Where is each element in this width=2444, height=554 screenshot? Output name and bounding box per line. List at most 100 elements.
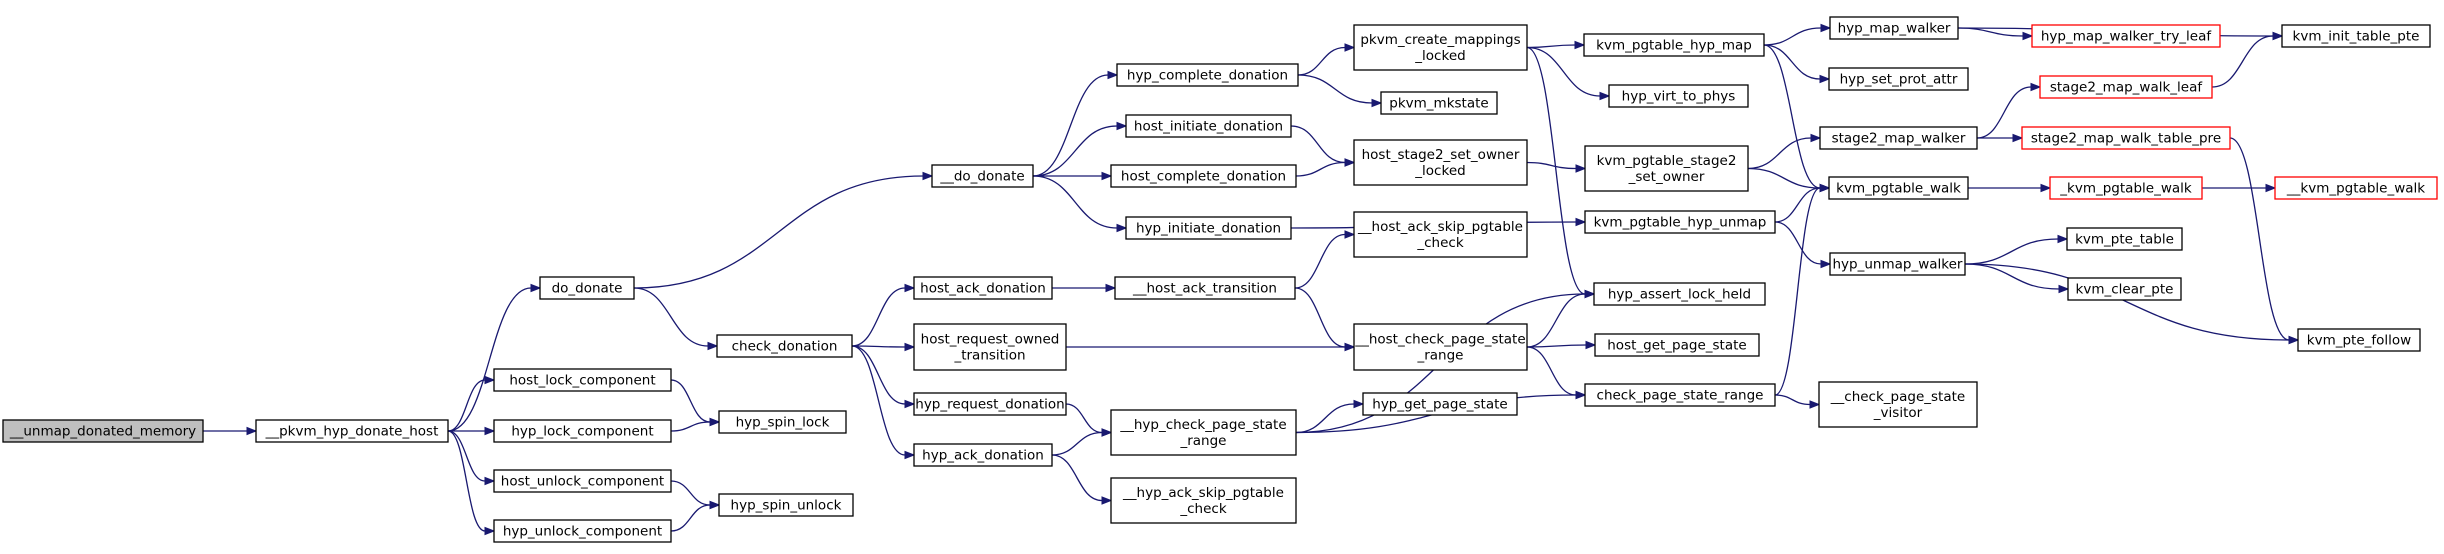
node-stage2-map-walker[interactable]: stage2_map_walker (1819, 126, 1978, 150)
edge-arrowhead (2012, 133, 2024, 143)
node-hyp-spin-unlock[interactable]: hyp_spin_unlock (718, 493, 854, 517)
edge-kvm-pgtable-hyp-map-to-hyp-map-walker (1763, 23, 1832, 46)
node-host-unlock-component[interactable]: host_unlock_component (493, 469, 672, 493)
node-host-check-page-state-range[interactable]: __host_check_page_state_range (1353, 323, 1528, 371)
edge-host-request-owned-transition-to-host-check-page-state-range (1066, 342, 1356, 352)
edge-arrowhead (1105, 283, 1117, 293)
edge-arrowhead (2265, 183, 2277, 193)
node-label: kvm_init_table_pte (2293, 29, 2420, 45)
edge-line (633, 287, 709, 347)
node-hyp-get-page-state[interactable]: hyp_get_page_state (1362, 392, 1518, 416)
edge-pkvm-hyp-donate-host-to-hyp-unlock-component (447, 430, 496, 536)
node-box (1110, 477, 1297, 524)
edge-arrowhead (2058, 284, 2070, 294)
edge-check-donation-to-host-request-owned-transition (851, 342, 916, 352)
node-box (1110, 409, 1297, 456)
edge-arrowhead (1101, 171, 1113, 181)
edge-line (447, 430, 486, 482)
edge-line (670, 480, 711, 506)
node-label: hyp_lock_component (511, 424, 653, 440)
node-hyp-initiate-donation[interactable]: hyp_initiate_donation (1125, 216, 1292, 240)
edge-arrowhead (709, 417, 721, 427)
node-hyp-spin-lock[interactable]: hyp_spin_lock (718, 410, 847, 434)
edge-line (1065, 403, 1103, 434)
node-check-donation[interactable]: check_donation (716, 334, 853, 358)
node-host-ack-donation[interactable]: host_ack_donation (913, 276, 1053, 300)
edge-arrowhead (2288, 335, 2300, 345)
node-host-stage2-set-owner-locked[interactable]: host_stage2_set_owner_locked (1353, 139, 1528, 186)
node-stage2-map-walk-leaf[interactable]: stage2_map_walk_leaf (2039, 75, 2213, 99)
edge-line (1964, 238, 2059, 265)
node-kvm-pte-follow[interactable]: kvm_pte_follow (2297, 328, 2421, 352)
node-do-donate[interactable]: __do_donate (931, 164, 1034, 188)
node-box (913, 392, 1067, 416)
node-box (1353, 323, 1528, 371)
node-host-ack-skip-pgtable-check[interactable]: __host_ack_skip_pgtable_check (1353, 211, 1528, 258)
node-check-page-state-visitor[interactable]: __check_page_state_visitor (1818, 381, 1978, 428)
edge-line (1032, 175, 1118, 229)
edge-arrowhead (246, 426, 258, 436)
edge-kvm-pgtable-hyp-map-to-hyp-set-prot-attr (1763, 44, 1831, 84)
node-unmap-donated-memory[interactable]: __unmap_donated_memory (2, 419, 204, 443)
node-kvm-pte-table[interactable]: kvm_pte_table (2066, 227, 2183, 251)
edge-line (1774, 221, 1822, 265)
edge-arrowhead (1575, 217, 1587, 227)
node-box (2297, 328, 2421, 352)
node-kvm-pgtable-stage2-set-owner[interactable]: kvm_pgtable_stage2_set_owner (1584, 145, 1749, 192)
edge-host-ack-transition-to-host-check-page-state-range (1294, 287, 1356, 352)
node-hyp-map-walker-try-leaf[interactable]: hyp_map_walker_try_leaf (2031, 24, 2221, 48)
node-box (2281, 24, 2431, 48)
edge-line (1964, 263, 2060, 290)
node-pkvm-hyp-donate-host[interactable]: __pkvm_hyp_donate_host (255, 419, 449, 443)
node-label: stage2_map_walker (1832, 131, 1966, 147)
node-host-complete-donation[interactable]: host_complete_donation (1110, 164, 1297, 188)
edge-arrowhead (709, 500, 721, 510)
edge-line (447, 287, 532, 432)
edge-do-donate-to-hyp-complete-donation (1032, 70, 1119, 177)
node-kvm-pgtable-walk[interactable]: __kvm_pgtable_walk (2274, 176, 2438, 200)
node-hyp-map-walker[interactable]: hyp_map_walker (1829, 16, 1959, 40)
node-pkvm-create-mappings-locked[interactable]: pkvm_create_mappings_locked (1353, 24, 1528, 71)
node-hyp-set-prot-attr[interactable]: hyp_set_prot_attr (1828, 67, 1969, 91)
node-kvm-pgtable-hyp-unmap[interactable]: kvm_pgtable_hyp_unmap (1584, 210, 1776, 234)
node-pkvm-mkstate[interactable]: pkvm_mkstate (1380, 91, 1498, 115)
node-check-page-state-range[interactable]: check_page_state_range (1584, 383, 1776, 407)
node-kvm-pgtable-hyp-map[interactable]: kvm_pgtable_hyp_map (1583, 33, 1765, 57)
node-hyp-ack-skip-pgtable-check[interactable]: __hyp_ack_skip_pgtable_check (1110, 477, 1297, 524)
edge-line (1774, 187, 1821, 396)
node-hyp-request-donation[interactable]: hyp_request_donation (913, 392, 1067, 416)
node-host-get-page-state[interactable]: host_get_page_state (1594, 333, 1760, 357)
edge-do-donate-to-host-complete-donation (1032, 171, 1113, 181)
node-kvm-pgtable-walk[interactable]: _kvm_pgtable_walk (2049, 176, 2203, 200)
node-label: _check (1416, 235, 1463, 251)
node-label: __hyp_check_page_state (1119, 417, 1286, 433)
node-kvm-clear-pte[interactable]: kvm_clear_pte (2067, 277, 2182, 301)
node-hyp-complete-donation[interactable]: hyp_complete_donation (1116, 63, 1299, 87)
node-box (493, 469, 672, 493)
node-hyp-lock-component[interactable]: hyp_lock_component (493, 419, 672, 443)
node-host-ack-transition[interactable]: __host_ack_transition (1114, 276, 1296, 300)
node-host-initiate-donation[interactable]: host_initiate_donation (1125, 114, 1292, 138)
node-box (1116, 63, 1299, 87)
node-hyp-ack-donation[interactable]: hyp_ack_donation (913, 443, 1053, 467)
node-kvm-init-table-pte[interactable]: kvm_init_table_pte (2281, 24, 2431, 48)
node-kvm-pgtable-walk[interactable]: kvm_pgtable_walk (1828, 176, 1969, 200)
node-hyp-unmap-walker[interactable]: hyp_unmap_walker (1829, 252, 1966, 276)
edge-arrowhead (1585, 340, 1597, 350)
node-host-lock-component[interactable]: host_lock_component (493, 368, 672, 392)
edge-arrowhead (484, 476, 496, 486)
node-stage2-map-walk-table-pre[interactable]: stage2_map_walk_table_pre (2021, 126, 2231, 150)
node-hyp-assert-lock-held[interactable]: hyp_assert_lock_held (1593, 282, 1766, 306)
node-do-donate[interactable]: do_donate (539, 276, 635, 300)
edge-line (1297, 46, 1346, 76)
node-hyp-check-page-state-range[interactable]: __hyp_check_page_state_range (1110, 409, 1297, 456)
node-label: _kvm_pgtable_walk (2059, 181, 2192, 197)
edge-check-page-state-range-to-check-page-state-visitor (1774, 394, 1821, 409)
node-hyp-virt-to-phys[interactable]: hyp_virt_to_phys (1608, 84, 1749, 108)
node-hyp-unlock-component[interactable]: hyp_unlock_component (493, 519, 672, 543)
node-box (1114, 276, 1296, 300)
node-label: stage2_map_walk_table_pre (2031, 131, 2221, 147)
node-host-request-owned-transition[interactable]: host_request_owned_transition (913, 323, 1067, 371)
node-label: _locked (1414, 163, 1465, 179)
